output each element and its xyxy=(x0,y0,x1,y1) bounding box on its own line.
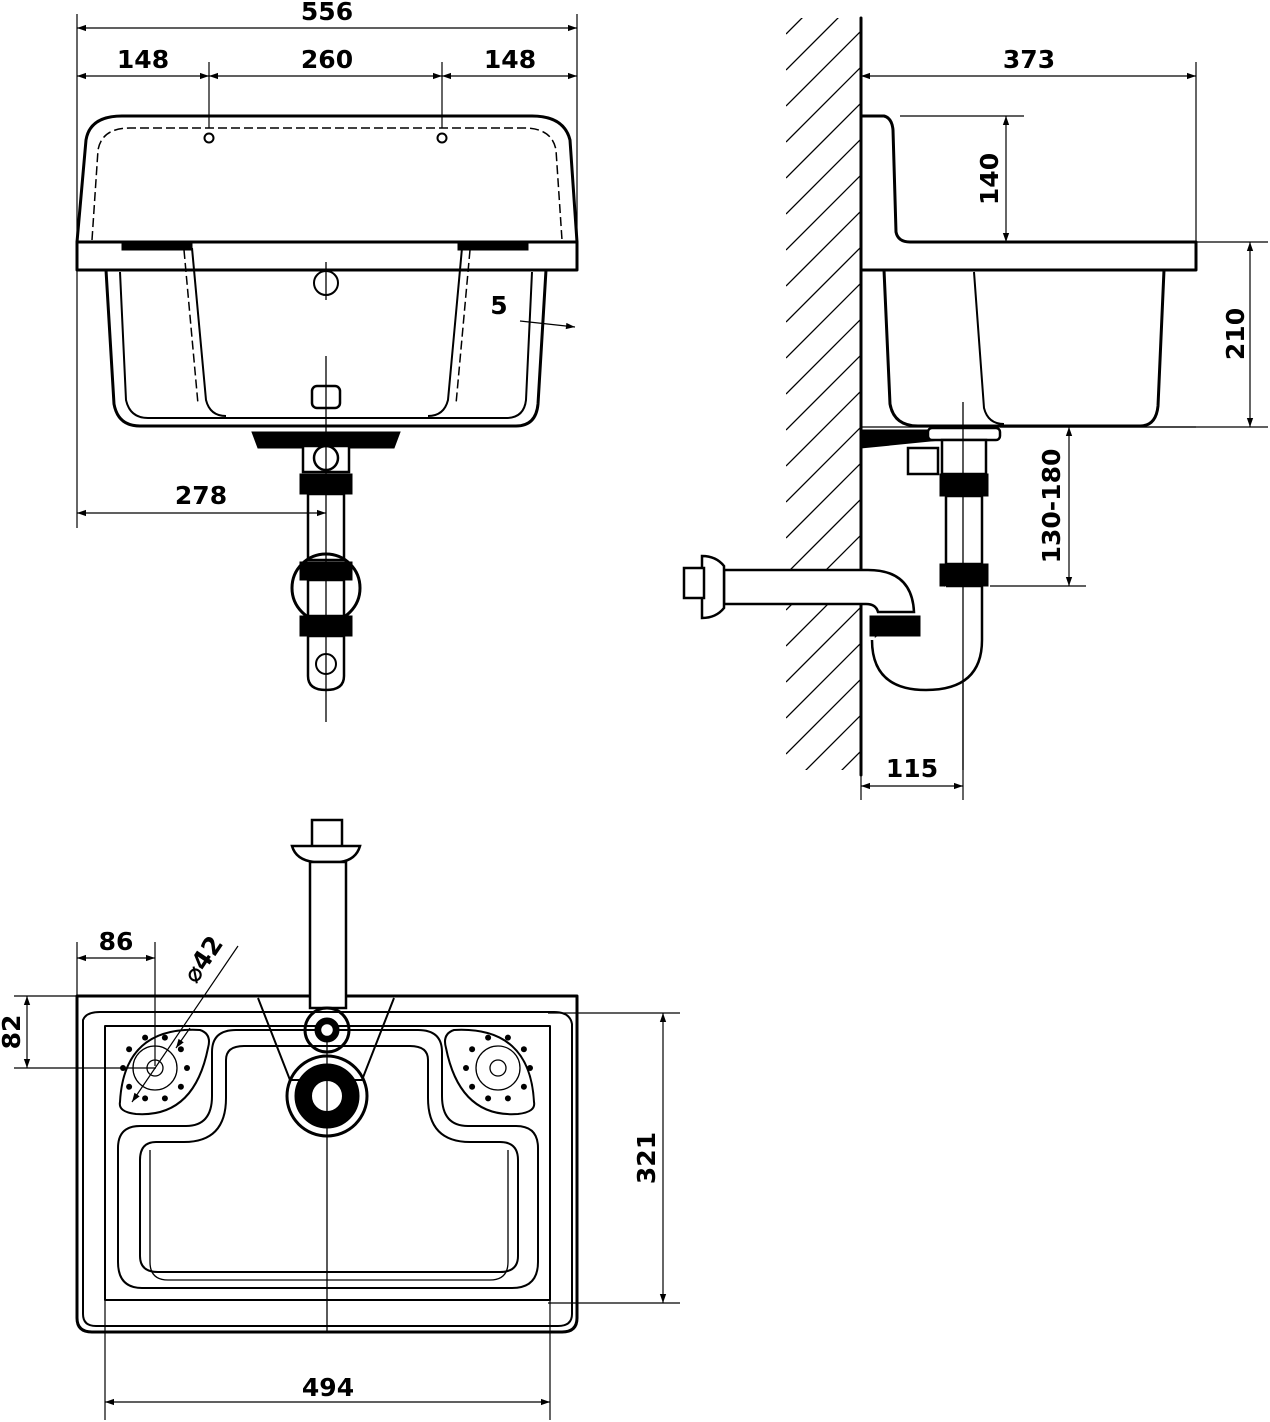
dim-hole-offset-left: 148 xyxy=(117,45,169,74)
hatch-line xyxy=(786,318,861,395)
front-view xyxy=(75,14,579,722)
dim-inner-depth: 321 xyxy=(632,1132,661,1184)
drain-hole xyxy=(161,1034,168,1041)
dim-wall-thickness: 5 xyxy=(490,291,507,320)
dim-waste-offset: 278 xyxy=(175,481,227,510)
hatch-line xyxy=(786,498,861,575)
hatch-line xyxy=(786,426,861,503)
hatch-line xyxy=(805,714,861,770)
hatch-line xyxy=(786,174,861,251)
wall-hatch xyxy=(786,18,864,898)
drain-hole xyxy=(177,1046,184,1053)
hatch-line xyxy=(786,102,861,179)
hatch-line xyxy=(841,750,861,770)
dim-trap-projection: 115 xyxy=(886,754,938,783)
dim-depth: 373 xyxy=(1003,45,1055,74)
drain-hole xyxy=(520,1046,527,1053)
hatch-line xyxy=(786,138,861,215)
side-view-dimensions: 373 140 210 130-180 115 xyxy=(861,45,1254,790)
drain-hole xyxy=(142,1034,149,1041)
front-view-dimensions: 556 148 260 148 5 278 xyxy=(77,0,577,517)
drain-hole xyxy=(161,1095,168,1102)
dim-hole-offset-right: 148 xyxy=(484,45,536,74)
hatch-line xyxy=(786,18,803,35)
hatch-line xyxy=(786,784,864,862)
drain-hole xyxy=(527,1065,533,1071)
dim-bowl-height: 210 xyxy=(1221,308,1250,360)
hatch-line xyxy=(786,246,861,323)
hatch-line xyxy=(786,642,861,719)
hatch-line xyxy=(786,606,861,683)
dim-overall-width: 556 xyxy=(301,0,353,26)
plan-view xyxy=(14,818,680,1420)
drain-hole xyxy=(520,1083,527,1090)
dim-hole-spacing: 260 xyxy=(301,45,353,74)
dim-trap-height: 130-180 xyxy=(1037,449,1066,564)
hatch-line xyxy=(786,210,861,287)
drain-hole xyxy=(126,1083,133,1090)
hatch-line xyxy=(786,354,861,431)
drain-hole xyxy=(469,1083,476,1090)
drain-hole xyxy=(463,1065,469,1071)
drain-hole xyxy=(120,1065,126,1071)
dim-soap-dish-diameter: ⌀42 xyxy=(177,930,229,988)
hatch-line xyxy=(786,30,861,107)
hatch-line xyxy=(786,18,839,71)
hatch-line xyxy=(786,820,864,898)
drain-hole xyxy=(504,1095,511,1102)
drain-hole xyxy=(184,1065,190,1071)
dim-inner-width: 494 xyxy=(302,1373,354,1402)
drain-hole xyxy=(142,1095,149,1102)
drain-hole xyxy=(485,1095,492,1102)
hatch-line xyxy=(786,282,861,359)
dim-back-height: 140 xyxy=(975,153,1004,205)
hatch-line xyxy=(786,66,861,143)
drain-hole xyxy=(126,1046,133,1053)
drain-hole xyxy=(485,1034,492,1041)
hatch-line xyxy=(786,678,861,755)
drain-hole xyxy=(469,1046,476,1053)
side-view xyxy=(682,16,1268,898)
drain-hole xyxy=(504,1034,511,1041)
dim-soap-dish-depth: 82 xyxy=(0,1015,26,1050)
hatch-line xyxy=(786,462,861,539)
dim-soap-dish-offset: 86 xyxy=(99,927,134,956)
hatch-line xyxy=(786,390,861,467)
drain-hole xyxy=(177,1083,184,1090)
